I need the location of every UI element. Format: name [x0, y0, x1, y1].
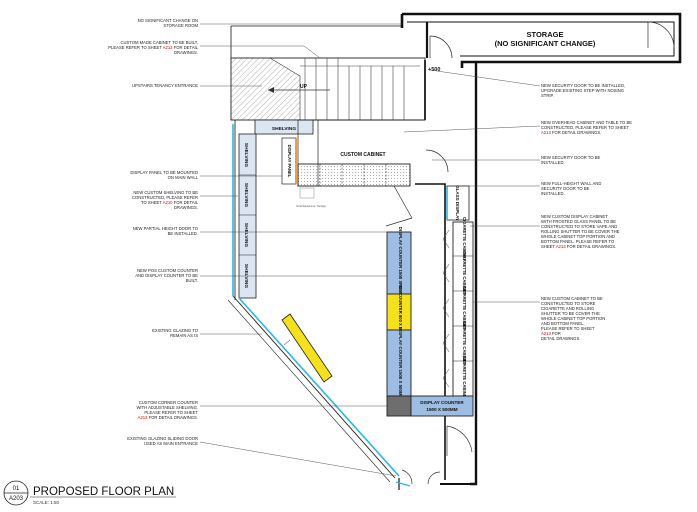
- pos-counter-label: POS COUNTER 800 X 500MM: [398, 283, 403, 341]
- note-cigarette-cabinet-l1: NEW CUSTOM CABINET TO BE: [541, 296, 603, 301]
- left-annotations: NO SIGNIFICANT CHANGE ON STORAGE ROOM CU…: [108, 18, 199, 446]
- stair-up-label: UP: [300, 84, 308, 90]
- stairs: UP: [230, 57, 426, 121]
- note-cabinet-l2: PLEASE REFER TO SHEET A213 FOR DETAIL: [108, 45, 198, 50]
- note-storage-l1: NO SIGNIFICANT CHANGE ON: [138, 18, 198, 23]
- building-walls: [230, 12, 682, 490]
- note-display-cabinet-l5: WHOLE CABINET TOP PORTION AND: [541, 234, 615, 239]
- drawing-scale: SCALE: 1:50: [33, 500, 60, 505]
- note-corner-l2: WITH ADJUSTABLE SHELVING,: [136, 405, 198, 410]
- note-corner-l3: PLEASE REFER TO SHEET: [144, 410, 198, 415]
- cigarette-cabinet-5-label: CIGARETTE CABINET: [462, 356, 467, 400]
- cigarette-cabinet-3-label: CIGARETTE CABINET: [462, 286, 467, 330]
- note-sliding-door-l2: USED AS MAIN ENTRANCE: [144, 441, 198, 446]
- door-swings: [385, 21, 675, 485]
- note-cabinet-l1: CUSTOM MADE CABINET TO BE BUILT,: [120, 40, 198, 45]
- note-display-cabinet-l7: SHEET A213 FOR DETAIL DRAWINGS.: [541, 244, 616, 249]
- note-shelving-l2: CONSTRUCTED, PLEASE REFER: [132, 195, 198, 200]
- counters: DISPLAY COUNTER 1500 X 500MM POS COUNTER…: [386, 227, 474, 417]
- display-panel: DISPLAY PANEL: [281, 137, 297, 185]
- note-shelving-l4: DRAWINGS.: [174, 205, 198, 210]
- note-security-door-l2: UPGRADE EXISTING STEP WITH NOSING: [541, 88, 624, 93]
- note-cigarette-cabinet-l6: AND BOTTOM PANEL.: [541, 321, 585, 326]
- note-security-door-l3: STRIP.: [541, 93, 554, 98]
- note-full-wall-l1: NEW FULL-HEIGHT WALL AND: [541, 181, 601, 186]
- note-cigarette-cabinet-l5: WHOLE CABINET TOP PORTION: [541, 316, 605, 321]
- glass-display-label: GLASS DISPLAY: [455, 185, 460, 221]
- note-shelving-l3: TO SHEET A210 FOR DETAIL: [141, 200, 199, 205]
- storage-room-sublabel: (NO SIGNIFICANT CHANGE): [495, 39, 596, 48]
- shelving-top-label: SHELVING: [272, 126, 296, 132]
- custom-cabinet-label: CUSTOM CABINET: [340, 152, 385, 158]
- display-bench: [281, 313, 333, 383]
- shelving-3-label: SHELVING: [243, 223, 249, 247]
- shelving-2-label: SHELVING: [243, 183, 249, 207]
- diagonal-glazing: [227, 295, 411, 487]
- leader-lines: [199, 23, 541, 477]
- shelving-1-label: SHELVING: [243, 143, 249, 167]
- note-overhead-l2: CONSTRUCTED, PLEASE REFER TO SHEET: [541, 125, 629, 130]
- note-cigarette-cabinet-l9: DETAIL DRAWINGS.: [541, 336, 580, 341]
- display-counter-3-label-l2: 1500 X 500MM: [426, 407, 457, 412]
- note-display-cabinet-l2: WITH FROSTED GLASS PANEL TO BE: [541, 219, 616, 224]
- note-storage-l2: STORAGE ROOM: [163, 23, 198, 28]
- note-pos-l1: NEW POS CUSTOM COUNTER: [137, 268, 198, 273]
- note-overhead-l1: NEW OVERHEAD CABINET AND TABLE TO BE: [541, 120, 632, 125]
- note-display-cabinet-l1: NEW CUSTOM DISPLAY CABINET: [541, 214, 608, 219]
- note-pos-l3: BUILT.: [186, 278, 198, 283]
- drawing-number: 01: [13, 486, 20, 492]
- note-cigarette-cabinet-l3: CIGARETTE AND ROLLING: [541, 306, 594, 311]
- note-partial-door-l2: BE INSTALLED.: [168, 231, 198, 236]
- title-block: 01 A203 PROPOSED FLOOR PLAN SCALE: 1:50: [3, 480, 176, 506]
- drawing-title: PROPOSED FLOOR PLAN: [33, 486, 174, 498]
- note-security-door-2-l1: NEW SECURITY DOOR TO BE: [541, 155, 601, 160]
- note-display-panel-l1: DISPLAY PANEL TO BE MOUNTED: [130, 170, 198, 175]
- note-cigarette-cabinet-l8: A213 FOR: [541, 331, 561, 336]
- note-shelving-l1: NEW CUSTOM SHELVING TO BE: [133, 190, 198, 195]
- sheet-number: A203: [9, 496, 24, 502]
- note-security-door-2-l2: INSTALLED.: [541, 160, 565, 165]
- note-display-cabinet-l4: ROLLING SHUTTER TO BE COVER THE: [541, 229, 620, 234]
- note-full-wall-l2: SECURITY DOOR TO BE: [541, 186, 590, 191]
- display-counter-1-label: DISPLAY COUNTER 1500 X 500MM: [398, 227, 403, 300]
- display-panel-label: DISPLAY PANEL: [287, 145, 292, 178]
- note-upstairs-entrance: UPSTAIRS TENANCY ENTRANCE: [132, 83, 198, 88]
- note-display-cabinet-l6: BOTTOM PANEL. PLEASE REFER TO: [541, 239, 615, 244]
- note-overhead-l3: A213 FOR DETAIL DRAWINGS.: [541, 130, 601, 135]
- note-display-panel-l2: ON MAIN WALL: [168, 175, 199, 180]
- note-glazing-l2: REMAIN AS IS: [170, 333, 198, 338]
- note-cigarette-cabinet-l4: SHUTTER TO BE COVER THE: [541, 311, 600, 316]
- custom-cabinet: CUSTOM CABINET Small Equipment / Storage: [296, 119, 411, 208]
- note-security-door-l1: NEW SECURITY DOOR TO BE INSTALLED,: [541, 83, 625, 88]
- cigarette-cabinet-4-label: CIGARETTE CABINET: [462, 321, 467, 365]
- right-annotations: NEW SECURITY DOOR TO BE INSTALLED, UPGRA…: [541, 83, 632, 341]
- display-counter-2-label: DISPLAY COUNTER 1500 X 500MM: [398, 327, 403, 400]
- note-pos-l2: AND DISPLAY COUNTER TO BE: [135, 273, 198, 278]
- cigarette-cabinet-1-label: CIGARETTE CABINET: [462, 217, 467, 261]
- note-sliding-door-l1: EXISTING GLAZING SLIDING DOOR: [127, 436, 198, 441]
- storage-room-label: STORAGE: [527, 30, 564, 39]
- small-equipment-label: Small Equipment / Storage: [296, 205, 326, 208]
- note-cigarette-cabinet-l2: CONSTRUCTED TO STORE: [541, 301, 596, 306]
- right-cabinet-wall: GLASS DISPLAY CIGARETTE CABINET CIGARETT…: [442, 185, 474, 400]
- display-counter-3-label-l1: DISPLAY COUNTER: [420, 400, 464, 405]
- note-full-wall-l3: INSTALLED.: [541, 191, 565, 196]
- level-mark: +500: [428, 67, 440, 73]
- left-shelving-unit: SHELVING SHELVING SHELVING SHELVING SHEL…: [232, 119, 314, 299]
- note-display-cabinet-l3: CONSTRUCTED TO STORE VAPE AND: [541, 224, 617, 229]
- note-glazing-l1: EXISTING GLAZING TO: [152, 328, 199, 333]
- note-cabinet-l3: DRAWINGS.: [174, 50, 198, 55]
- note-corner-l1: CUSTOM CORNER COUNTER: [139, 400, 198, 405]
- note-partial-door-l1: NEW PARTIAL HEIGHT DOOR TO: [133, 226, 199, 231]
- note-cigarette-cabinet-l7: PLEASE REFER TO SHEET: [541, 326, 595, 331]
- cigarette-cabinet-2-label: CIGARETTE CABINET: [462, 251, 467, 295]
- note-corner-l4: A213 FOR DETAIL DRAWINGS.: [138, 415, 198, 420]
